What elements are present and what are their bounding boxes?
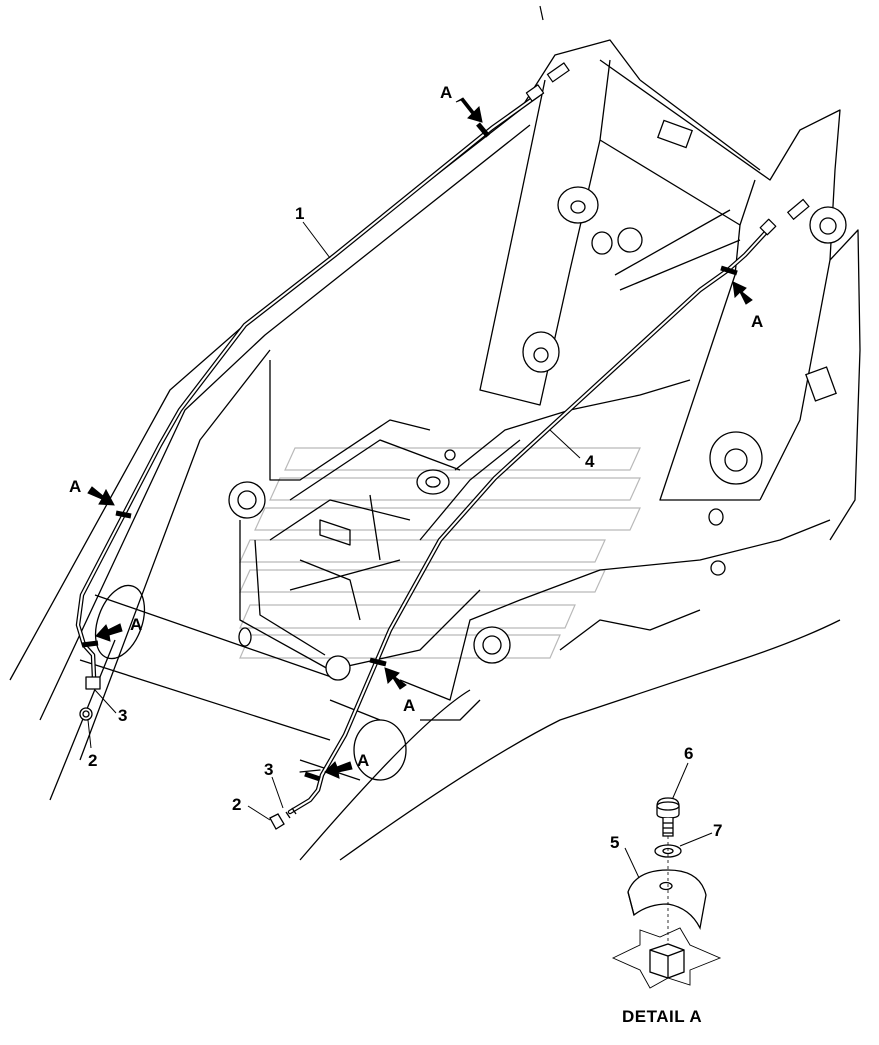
hydraulic-line-4 xyxy=(287,218,777,815)
clamp-bands xyxy=(81,122,738,782)
clamp-plate xyxy=(627,869,707,931)
clamp-mark-top-right: A xyxy=(751,312,763,331)
end-caps xyxy=(79,707,297,830)
callout-5: 5 xyxy=(610,833,619,852)
clamp-mark-top-left: A xyxy=(440,83,452,102)
clamp-mark-low-left: A xyxy=(130,615,142,634)
callout-2-right: 2 xyxy=(232,795,241,814)
clamp-mark-mid-right: A xyxy=(403,696,415,715)
arrow-low-right xyxy=(324,761,353,779)
callout-1: 1 xyxy=(295,204,304,223)
top-fittings xyxy=(539,5,810,221)
leader-lines xyxy=(87,221,713,881)
callout-3-left: 3 xyxy=(118,706,127,725)
arrow-top-right xyxy=(732,281,753,305)
callout-7: 7 xyxy=(713,821,722,840)
clamp-mark-low-right: A xyxy=(357,751,369,770)
callout-6: 6 xyxy=(684,744,693,763)
watermark-logo xyxy=(239,447,641,659)
clamp-arrows xyxy=(87,97,753,779)
arrow-low-left xyxy=(95,623,123,642)
arrow-mid-right xyxy=(384,667,407,690)
hydraulic-line-1 xyxy=(75,84,545,690)
callout-3-right: 3 xyxy=(264,760,273,779)
arrow-top-left xyxy=(455,97,483,123)
boom-structure xyxy=(9,39,861,861)
clamp-mark-mid-left: A xyxy=(69,477,81,496)
arrow-mid-left xyxy=(87,486,115,506)
detail-caption: DETAIL A xyxy=(622,1007,702,1026)
detail-a-view xyxy=(611,797,722,989)
callout-4: 4 xyxy=(585,452,595,471)
base-pad xyxy=(611,927,722,989)
callout-2-left: 2 xyxy=(88,751,97,770)
mounting-bosses xyxy=(228,119,847,681)
